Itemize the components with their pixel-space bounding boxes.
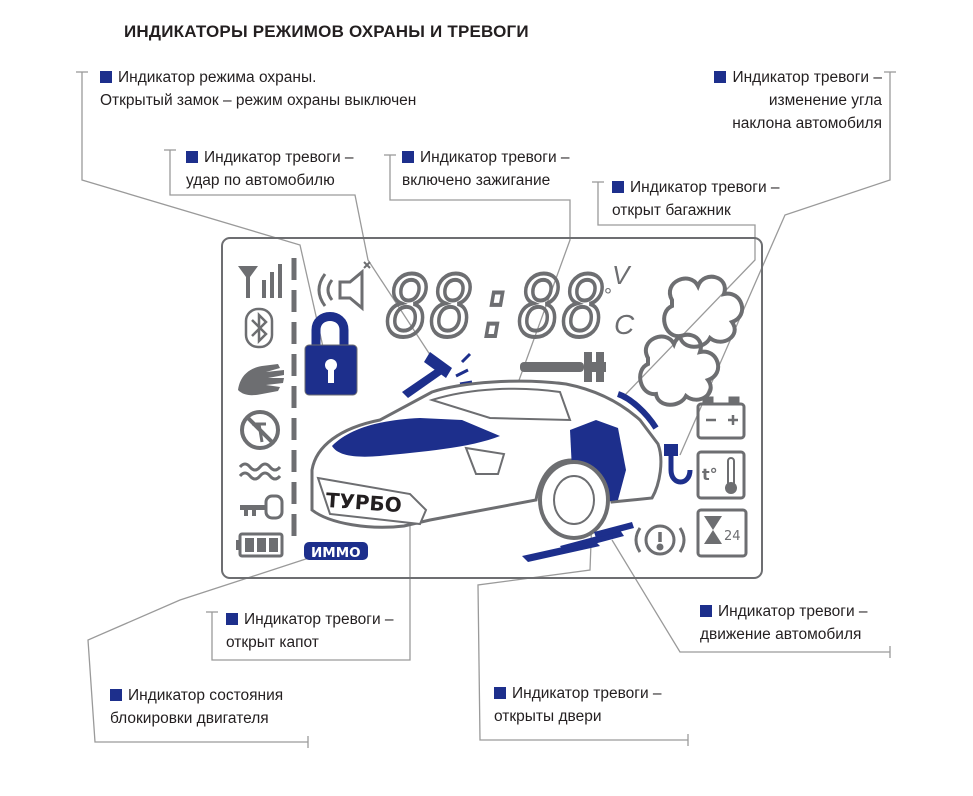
unit-volts: V [612,260,632,290]
callout-doors: Индикатор тревоги – открыты двери [494,685,662,725]
lcd-frame [221,237,763,579]
leader-ignition [389,155,571,406]
callout-shock: Индикатор тревоги – удар по автомобилю [186,149,354,189]
speaker-mute-icon [317,261,371,312]
bullet-square [226,613,238,625]
battery-cells-icon [236,532,284,558]
leader-hood [211,450,411,661]
bullet-square [100,71,112,83]
no-hammer-icon [240,410,280,450]
antenna-icon [238,264,282,298]
timer-hours: 24 [724,529,741,544]
callout-ignition: Индикатор тревоги – включено зажигание [402,149,570,189]
warning-icon [634,524,686,556]
tow-hook-icon [664,444,693,485]
callout-hood: Индикатор тревоги – открыт капот [226,611,394,651]
bullet-square [402,151,414,163]
immo-badge-bg [304,542,368,560]
callout-tilt: Индикатор тревоги – изменение угла накло… [686,66,882,135]
leader-trunk [597,182,756,396]
bullet-square [700,605,712,617]
exhaust-cloud-icon [638,274,744,407]
clock-digits: 88:88 [386,258,606,356]
battery-icon [696,396,746,440]
bullet-square [494,687,506,699]
bullet-square [186,151,198,163]
padlock-icon [304,312,358,396]
leader-guard [81,72,331,379]
bullet-square [110,689,122,701]
motion-stripes-icon [522,522,634,562]
bullet-square [714,71,727,83]
immo-badge: ИММО [311,545,361,561]
key-icon [240,494,284,520]
hourglass-icon [696,508,748,558]
unit-celsius: C [614,309,635,340]
waves-icon [238,462,282,481]
service-wrench-icon [520,352,606,382]
bullet-square [612,181,624,193]
temperature-icon [696,450,746,500]
callout-motion: Индикатор тревоги – движение автомобиля [700,603,868,643]
leader-shock [169,150,441,371]
degree-mark: ° [604,285,612,307]
temperature-symbol: t° [702,465,718,484]
bluetooth-icon [244,307,274,349]
leader-immo [87,555,316,743]
callout-trunk: Индикатор тревоги – открыт багажник [612,179,780,219]
hand-icon [238,364,284,396]
car-illustration [310,379,663,540]
callout-immobilizer: Индикатор состояния блокировки двигателя [110,687,284,727]
page-title: ИНДИКАТОРЫ РЕЖИМОВ ОХРАНЫ И ТРЕВОГИ [124,22,529,41]
callout-guard-mode: Индикатор режима охраны. Открытый замок … [100,69,417,109]
turbo-label: ТУРБО [325,488,402,517]
